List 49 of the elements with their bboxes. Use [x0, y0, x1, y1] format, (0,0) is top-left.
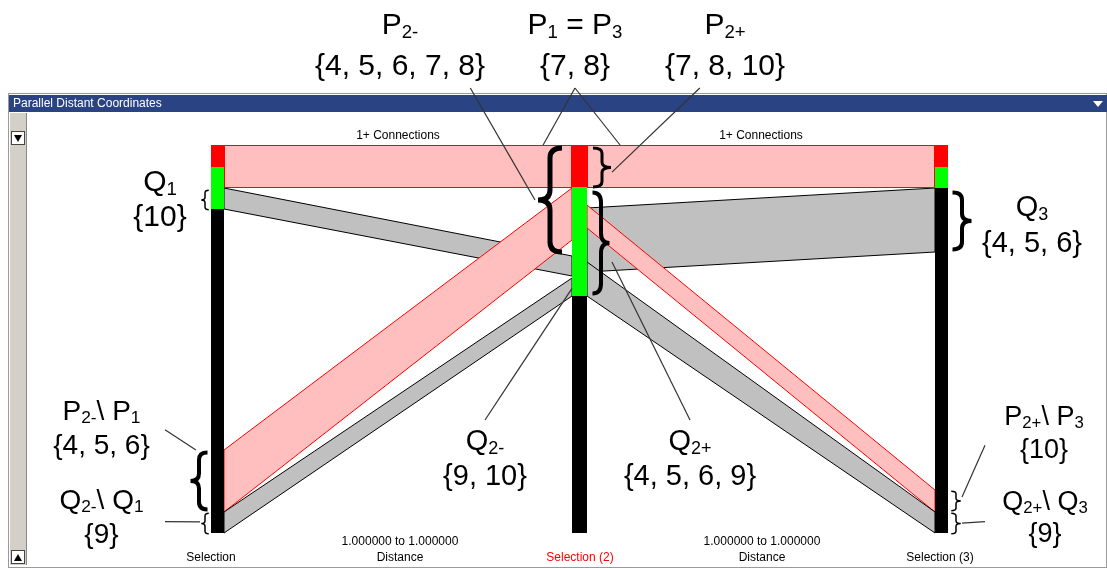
set-name: P$_{2+}$ [704, 6, 746, 44]
window-title: Parallel Distant Coordinates [13, 97, 162, 111]
set-name: Q$_{2+}$ [668, 422, 712, 458]
set-members: {7, 8} [539, 46, 611, 83]
brace [188, 450, 210, 512]
connection-band [587, 145, 935, 188]
leader-line [484, 287, 573, 421]
brace [590, 190, 612, 296]
leader-line [164, 429, 197, 451]
brace [535, 145, 565, 255]
set-label: {4, 5, 6} [982, 226, 1082, 260]
set-label: Q$_{1}$ [143, 164, 177, 199]
brace [950, 512, 962, 535]
set-name: P$_{1}$ = P$_{3}$ [527, 6, 623, 44]
set-label: Q$_{3}$ [1015, 190, 1049, 224]
brace [200, 512, 210, 535]
axis-label: Selection (2) [546, 551, 614, 565]
set-members: {9} [1028, 517, 1062, 550]
set-name: Q$_{2-}$ [465, 422, 505, 458]
connection-band [224, 145, 572, 188]
axis-label: Selection (3) [906, 551, 974, 565]
band-caption: 1+ Connections [719, 129, 803, 143]
axis-label: 1.000000 to 1.000000 [341, 535, 459, 549]
band-caption: 1+ Connections [356, 129, 440, 143]
brace [950, 490, 962, 512]
leader-line [542, 87, 576, 146]
set-members: {10} [1019, 432, 1069, 465]
set-members: {7, 8, 10} [664, 46, 786, 83]
set-name: P$_{2-}$\ P$_{1}$ [62, 393, 141, 428]
axis-label: Distance [738, 551, 786, 565]
leader-line [961, 521, 986, 524]
set-members: {9, 10} [443, 457, 527, 493]
set-label: {10} [133, 199, 187, 234]
set-members: {4, 5, 6, 9} [623, 457, 757, 493]
brace [591, 146, 613, 189]
set-members: {4, 5, 6, 7, 8} [314, 46, 486, 83]
set-name: Q$_{2+}$\ Q$_{3}$ [1002, 484, 1088, 517]
axis-label: Distance [376, 551, 424, 565]
axis-label: Selection [186, 551, 236, 565]
leader-line [611, 261, 691, 421]
set-name: Q$_{2-}$\ Q$_{1}$ [59, 483, 144, 517]
set-name: P$_{2+}$\ P$_{3}$ [1004, 400, 1084, 433]
leader-line [574, 87, 621, 146]
axis-segment [572, 187, 587, 296]
set-members: {9} [84, 517, 119, 551]
axis-label: 1.000000 to 1.000000 [703, 535, 821, 549]
leader-line [961, 444, 986, 498]
set-name: P$_{2-}$ [381, 6, 419, 44]
set-members: {4, 5, 6} [53, 427, 150, 462]
